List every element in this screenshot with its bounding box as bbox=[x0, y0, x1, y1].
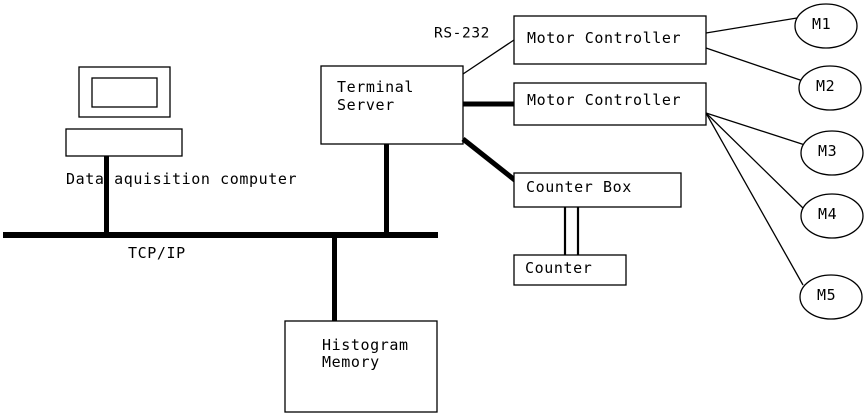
motor-m1-label: M1 bbox=[812, 15, 831, 33]
terminal-server-label-line2: Server bbox=[337, 96, 395, 114]
motor-controller-2-label: Motor Controller bbox=[527, 91, 681, 109]
computer-base-unit bbox=[65, 128, 183, 157]
terminal-server-to-motor-controller-1-link bbox=[462, 39, 515, 75]
histogram-memory-box bbox=[284, 320, 438, 413]
counter-box-label: Counter Box bbox=[526, 178, 632, 196]
terminal-server-to-counter-box-link bbox=[461, 137, 518, 183]
motor-m2-node bbox=[798, 65, 862, 111]
counter-box-box bbox=[513, 172, 682, 208]
motor-m4-label: M4 bbox=[818, 205, 837, 223]
terminal-server-box bbox=[320, 65, 464, 145]
rs232-label: RS-232 bbox=[434, 26, 490, 42]
counter-label: Counter bbox=[525, 259, 592, 277]
motor-controller-2-to-m5-link bbox=[705, 112, 804, 286]
computer-monitor-screen bbox=[91, 77, 158, 108]
motor-controller-2-to-m4-link bbox=[705, 112, 806, 211]
motor-controller-1-to-m1-link bbox=[705, 17, 798, 34]
motor-controller-1-label: Motor Controller bbox=[527, 29, 681, 47]
motor-m1-node bbox=[794, 3, 858, 49]
histogram-memory-label-line2: Memory bbox=[322, 353, 380, 371]
tcpip-bus-label: TCP/IP bbox=[128, 244, 186, 262]
motor-m4-node bbox=[800, 193, 864, 239]
motor-m5-node bbox=[799, 274, 863, 320]
motor-m3-node bbox=[800, 130, 864, 176]
motor-m3-label: M3 bbox=[818, 142, 837, 160]
motor-m5-label: M5 bbox=[817, 286, 836, 304]
computer-caption: Data aquisition computer bbox=[66, 170, 297, 188]
histogram-memory-label-line1: Histogram bbox=[322, 336, 409, 354]
motor-controller-2-box bbox=[513, 82, 707, 126]
motor-controller-1-to-m2-link bbox=[705, 47, 804, 82]
counter-box bbox=[513, 254, 627, 286]
terminal-server-label-line1: Terminal bbox=[337, 78, 414, 96]
motor-controller-1-box bbox=[513, 15, 707, 65]
motor-controller-2-to-m3-link bbox=[705, 112, 806, 146]
motor-m2-label: M2 bbox=[816, 77, 835, 95]
